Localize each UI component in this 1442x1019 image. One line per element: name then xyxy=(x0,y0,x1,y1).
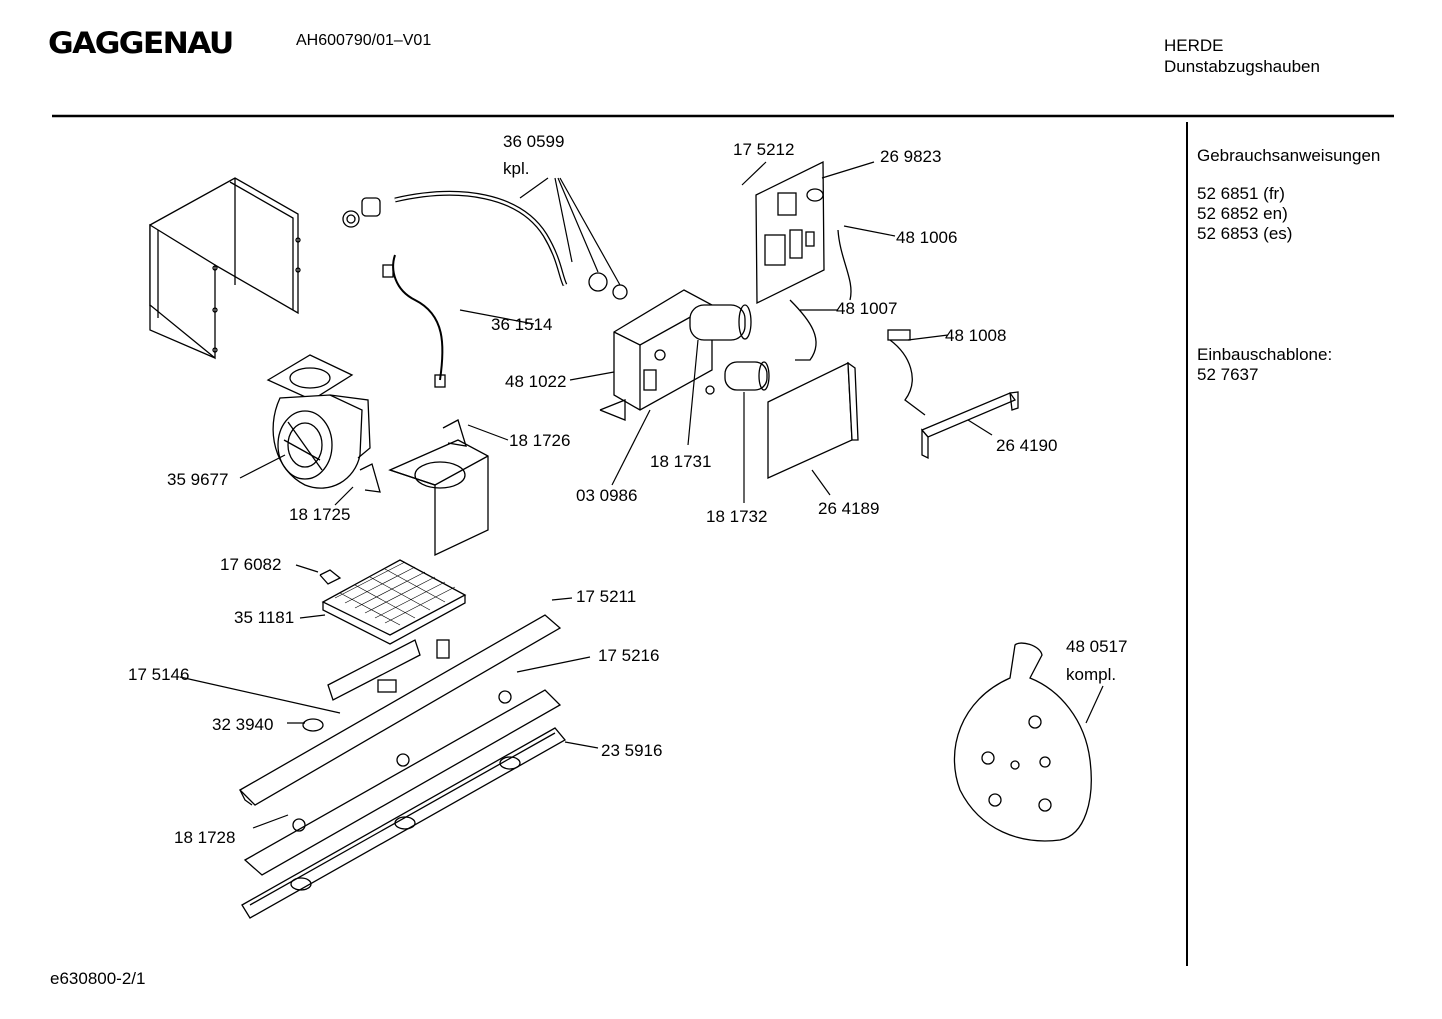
part-label: 18 1732 xyxy=(706,507,767,526)
mounting-plate-shape xyxy=(359,419,489,557)
template-title: Einbauschablone: xyxy=(1197,345,1333,364)
part-label: 48 1022 xyxy=(505,372,566,391)
capacitor-shape xyxy=(689,304,770,395)
category-label: HERDE xyxy=(1164,36,1224,55)
wire-shape xyxy=(837,229,852,301)
part-label: 26 4189 xyxy=(818,499,879,518)
part-label: 17 5216 xyxy=(598,646,659,665)
part-label: 32 3940 xyxy=(212,715,273,734)
filter-panel-shape xyxy=(767,361,859,480)
part-label: 35 9677 xyxy=(167,470,228,489)
leader-lines xyxy=(179,161,1104,829)
part-label: kompl. xyxy=(1066,665,1116,684)
template-section: Einbauschablone: 52 7637 xyxy=(1197,345,1332,385)
part-label: 18 1728 xyxy=(174,828,235,847)
parts-bag-shape xyxy=(953,642,1092,842)
wire-connector-shape xyxy=(382,264,394,278)
part-label: 48 1006 xyxy=(896,228,957,247)
grease-filter-shape xyxy=(319,559,467,645)
part-label: 03 0986 xyxy=(576,486,637,505)
wire-harness-shape xyxy=(392,254,444,381)
part-label: 17 6082 xyxy=(220,555,281,574)
part-label: 17 5211 xyxy=(576,587,636,606)
part-label: 48 1008 xyxy=(945,326,1006,345)
manuals-section: Gebrauchsanweisungen 52 6851 (fr) 52 685… xyxy=(1197,146,1380,244)
part-label: 36 1514 xyxy=(491,315,552,334)
subcategory-label: Dunstabzugshauben xyxy=(1164,57,1320,76)
part-label: 36 0599 xyxy=(503,132,564,151)
part-labels: 36 0599 kpl. 17 5212 26 9823 48 1006 48 … xyxy=(128,132,1127,847)
part-label: 18 1731 xyxy=(650,452,711,471)
part-label: 23 5916 xyxy=(601,741,662,760)
manual-item: 52 6851 (fr) xyxy=(1197,184,1285,203)
circuit-board-shape xyxy=(755,160,825,305)
part-label: kpl. xyxy=(503,159,529,178)
hood-housing-shape xyxy=(149,177,301,360)
manual-item: 52 6852 en) xyxy=(1197,204,1288,223)
part-label: 17 5212 xyxy=(733,140,794,159)
brand-logo: GAGGENAU xyxy=(48,26,234,60)
template-number: 52 7637 xyxy=(1197,365,1259,384)
hose-assembly-shape xyxy=(342,190,628,300)
part-label: 18 1726 xyxy=(509,431,570,450)
model-number: AH600790/01–V01 xyxy=(296,32,432,49)
part-label: 18 1725 xyxy=(289,505,350,524)
part-label: 17 5146 xyxy=(128,665,189,684)
part-label: 26 9823 xyxy=(880,147,941,166)
light-strip-shape xyxy=(238,614,566,919)
control-box-shape xyxy=(599,289,713,421)
part-label: 26 4190 xyxy=(996,436,1057,455)
manual-item: 52 6853 (es) xyxy=(1197,224,1293,243)
part-label: 35 1181 xyxy=(234,608,294,627)
drawing-code: e630800-2/1 xyxy=(50,969,146,988)
manuals-title: Gebrauchsanweisungen xyxy=(1197,146,1381,165)
mounting-bar-shape xyxy=(920,391,1019,460)
part-label: 48 0517 xyxy=(1066,637,1127,656)
blower-fan-shape xyxy=(266,354,371,489)
part-label: 48 1007 xyxy=(836,299,897,318)
